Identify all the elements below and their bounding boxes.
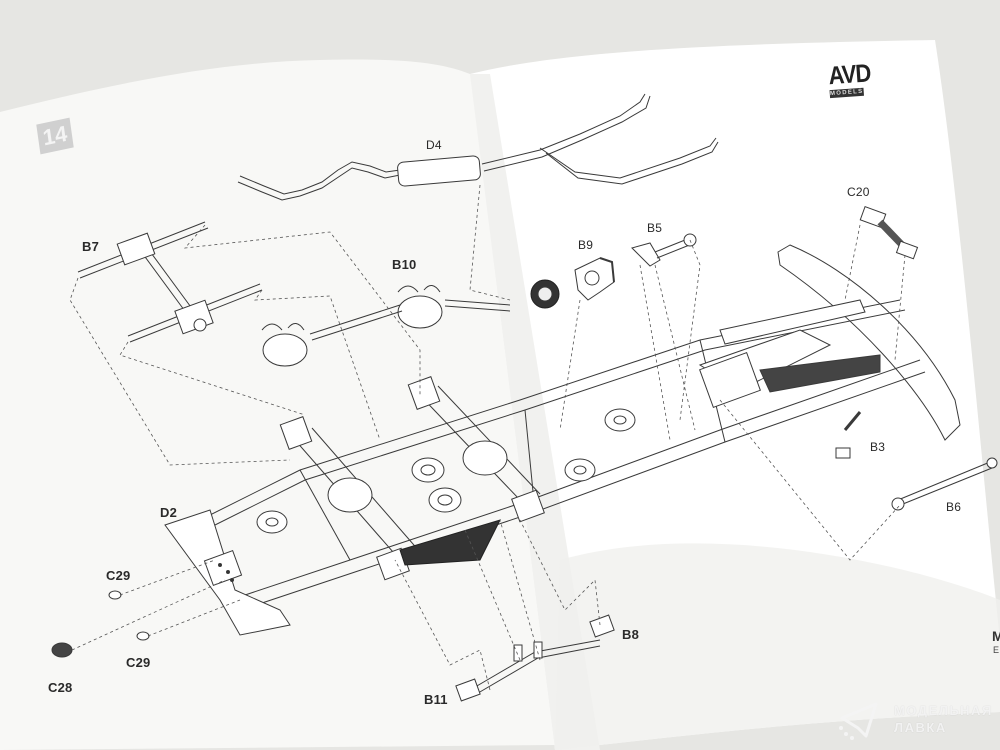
watermark-line2: ЛАВКА bbox=[894, 720, 947, 735]
brand-logo: AVD MODELS bbox=[827, 58, 872, 101]
part-label-d4: D4 bbox=[426, 138, 442, 152]
page-corner-text: M bbox=[992, 628, 1000, 644]
hub-b9 bbox=[530, 257, 615, 309]
part-label-c20: C20 bbox=[847, 185, 870, 199]
joint-b5 bbox=[631, 233, 697, 267]
right-page-shadow bbox=[555, 543, 1000, 750]
part-label-c28: C28 bbox=[48, 680, 73, 695]
part-label-b5: B5 bbox=[647, 221, 663, 235]
part-label-b11: B11 bbox=[424, 692, 448, 707]
brake-chambers-b10 bbox=[261, 285, 511, 367]
drawing bbox=[51, 93, 998, 702]
rocket-icon bbox=[839, 702, 878, 740]
rear-frame-d2 bbox=[164, 509, 291, 636]
assembly-guide-lines bbox=[69, 184, 906, 691]
exhaust-pipe-d4 bbox=[237, 93, 719, 201]
part-label-b6: B6 bbox=[946, 500, 962, 514]
page-corner-text-sub: E bbox=[993, 645, 1000, 655]
part-label-c29-upper: C29 bbox=[106, 568, 131, 583]
watermark-line1: МОДЕЛЬНАЯ bbox=[894, 703, 993, 718]
part-label-c29-lower: C29 bbox=[126, 655, 151, 670]
cross-rods-b7 bbox=[77, 221, 263, 343]
small-parts bbox=[51, 411, 998, 702]
part-label-b8: B8 bbox=[622, 627, 640, 642]
brand-name: AVD bbox=[827, 58, 872, 90]
part-label-b7: B7 bbox=[82, 239, 100, 254]
paper-left-page bbox=[0, 59, 555, 750]
spring-c20 bbox=[859, 206, 919, 260]
part-label-d2: D2 bbox=[160, 505, 178, 520]
part-label-b3: B3 bbox=[870, 440, 886, 454]
part-label-b9: B9 bbox=[578, 238, 594, 252]
watermark: МОДЕЛЬНАЯ ЛАВКА bbox=[836, 698, 996, 744]
part-label-b10: B10 bbox=[392, 257, 417, 272]
gearbox-assembly bbox=[698, 299, 881, 408]
